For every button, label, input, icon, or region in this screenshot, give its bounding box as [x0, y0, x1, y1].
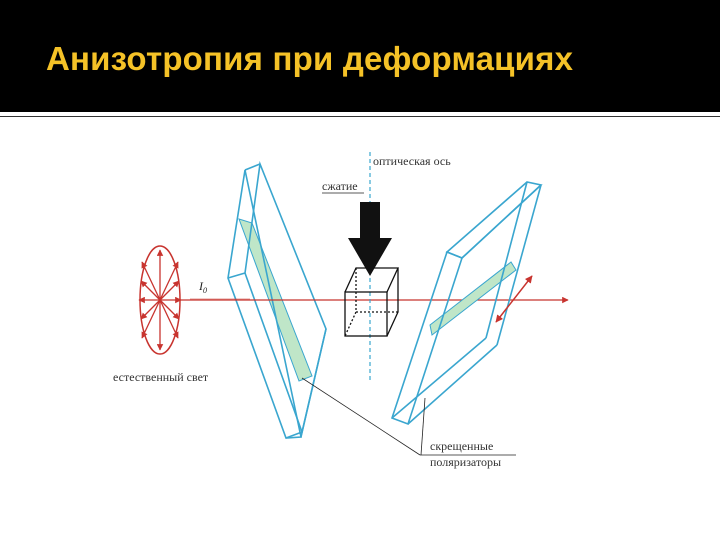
- polarizer-leader-lines: [301, 377, 516, 456]
- natural-light-symbol: [138, 245, 182, 355]
- compression-label: сжатие: [322, 179, 358, 193]
- natural-light-label: естественный свет: [113, 370, 209, 384]
- polarizer-left: [227, 160, 327, 439]
- title-bar: [0, 0, 720, 112]
- intensity-symbol: I0: [198, 279, 207, 295]
- compression-arrow: [348, 202, 392, 276]
- transmitted-polarization-arrow: [495, 275, 533, 323]
- crossed-polarizers-label-line2: поляризаторы: [430, 455, 501, 469]
- polarizer-left-back-face: [244, 160, 327, 435]
- optical-axis-label: оптическая ось: [373, 154, 451, 168]
- crossed-polarizers-label-line1: скрещенные: [430, 439, 493, 453]
- polarizer-right-band: [429, 261, 517, 336]
- polarizer-right: [390, 181, 543, 426]
- polarizer-right-back-face: [445, 181, 543, 259]
- polarizer-right-front-face: [390, 250, 463, 426]
- title-separator: [0, 116, 720, 117]
- sample-cube: [344, 267, 400, 337]
- slide-title: Анизотропия при деформациях: [46, 40, 574, 77]
- polarization-arrows: [138, 249, 182, 351]
